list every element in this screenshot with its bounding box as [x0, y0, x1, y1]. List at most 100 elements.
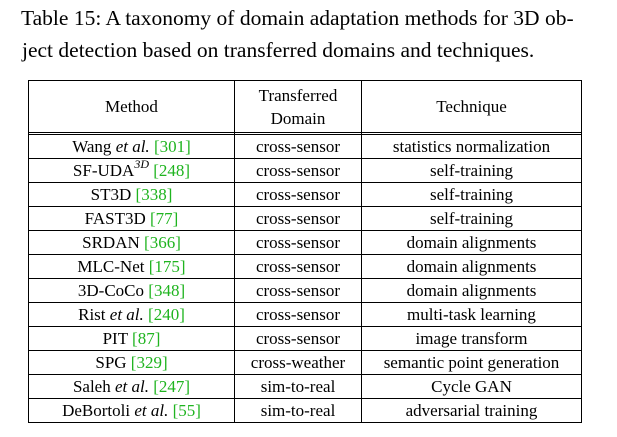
citation-link[interactable]: [175]: [148, 256, 186, 276]
header-gap: [28, 132, 582, 135]
header-method: Method: [28, 80, 235, 133]
citation-link[interactable]: [240]: [148, 304, 185, 324]
technique-cell: self-training: [361, 182, 582, 207]
method-cell: SF-UDA3D [248]: [28, 156, 235, 183]
domain-cell: cross-sensor: [234, 134, 362, 159]
method-name: Rist: [78, 304, 106, 324]
caption-line-2: ject detection based on transferred doma…: [22, 38, 535, 62]
method-name: PIT: [102, 328, 128, 348]
domain-cell: cross-sensor: [234, 182, 362, 207]
method-name: SRDAN: [82, 232, 140, 252]
domain-cell: sim-to-real: [234, 374, 362, 399]
domain-cell: cross-sensor: [234, 326, 362, 351]
domain-cell: cross-weather: [234, 350, 362, 375]
method-name: 3D-CoCo: [77, 280, 145, 300]
method-et-al: et al.: [114, 376, 149, 396]
citation-link[interactable]: [247]: [153, 376, 191, 396]
header-technique: Technique: [361, 80, 582, 133]
technique-cell: statistics normalization: [361, 134, 582, 159]
method-name: MLC-Net: [77, 256, 145, 276]
citation-link[interactable]: [55]: [172, 400, 201, 420]
method-name: Saleh: [72, 376, 111, 396]
citation-link[interactable]: [338]: [135, 184, 173, 204]
header-domain-line-1: Transferred: [258, 85, 338, 105]
method-cell: ST3D [338]: [28, 182, 235, 207]
technique-cell: self-training: [361, 158, 582, 183]
technique-cell: domain alignments: [361, 230, 582, 255]
citation-number[interactable]: 248: [158, 160, 185, 180]
method-name: Wang: [72, 136, 112, 156]
domain-cell: cross-sensor: [234, 302, 362, 327]
citation-number[interactable]: 55: [178, 400, 196, 420]
domain-cell: sim-to-real: [234, 398, 362, 423]
citation-number[interactable]: 175: [154, 256, 180, 276]
technique-cell: adversarial training: [361, 398, 582, 423]
citation-number[interactable]: 338: [141, 184, 167, 204]
technique-cell: self-training: [361, 206, 582, 231]
domain-cell: cross-sensor: [234, 158, 362, 183]
citation-link[interactable]: [329]: [130, 352, 168, 372]
method-name: DeBortoli: [62, 400, 131, 420]
technique-cell: image transform: [361, 326, 582, 351]
method-cell: 3D-CoCo [348]: [28, 278, 235, 303]
method-et-al: et al.: [115, 136, 150, 156]
method-et-al: et al.: [109, 304, 144, 324]
header-transferred-domain: Transferred Domain: [234, 80, 362, 133]
citation-link[interactable]: [87]: [132, 328, 161, 348]
domain-cell: cross-sensor: [234, 230, 362, 255]
citation-number[interactable]: 366: [149, 232, 176, 252]
caption-line-1: Table 15: A taxonomy of domain adaptatio…: [21, 6, 574, 30]
citation-link[interactable]: [301]: [153, 136, 191, 156]
technique-cell: multi-task learning: [361, 302, 582, 327]
citation-number[interactable]: 77: [155, 208, 173, 228]
method-cell: MLC-Net [175]: [28, 254, 235, 279]
technique-cell: semantic point generation: [361, 350, 582, 375]
method-cell: Wang et al. [301]: [28, 134, 235, 159]
method-cell: Rist et al. [240]: [28, 302, 235, 327]
method-cell: SRDAN [366]: [28, 230, 235, 255]
method-cell: SPG [329]: [28, 350, 235, 375]
method-cell: Saleh et al. [247]: [28, 374, 235, 399]
domain-cell: cross-sensor: [234, 278, 362, 303]
citation-number[interactable]: 87: [137, 328, 155, 348]
citation-number[interactable]: 240: [153, 304, 180, 324]
method-superscript: 3D: [134, 156, 149, 171]
technique-cell: domain alignments: [361, 254, 582, 279]
method-name: SF-UDA: [72, 160, 135, 180]
citation-link[interactable]: [348]: [148, 280, 186, 300]
domain-cell: cross-sensor: [234, 254, 362, 279]
citation-link[interactable]: [77]: [150, 208, 179, 228]
header-row: Method Transferred Domain Technique: [28, 80, 582, 133]
table-caption: Table 15: A taxonomy of domain adaptatio…: [21, 2, 601, 66]
domain-cell: cross-sensor: [234, 206, 362, 231]
citation-link[interactable]: [248]: [153, 160, 191, 180]
citation-number[interactable]: 301: [159, 136, 186, 156]
taxonomy-table: Method Transferred Domain Technique Wang…: [28, 80, 582, 423]
citation-link[interactable]: [366]: [144, 232, 181, 252]
technique-cell: domain alignments: [361, 278, 582, 303]
citation-number[interactable]: 348: [153, 280, 180, 300]
method-name: SPG: [95, 352, 127, 372]
method-et-al: et al.: [134, 400, 169, 420]
method-cell: DeBortoli et al. [55]: [28, 398, 235, 423]
method-cell: PIT [87]: [28, 326, 235, 351]
technique-cell: Cycle GAN: [361, 374, 582, 399]
citation-number[interactable]: 247: [158, 376, 185, 396]
method-name: ST3D: [90, 184, 132, 204]
method-cell: FAST3D [77]: [28, 206, 235, 231]
citation-number[interactable]: 329: [136, 352, 162, 372]
header-domain-line-2: Domain: [270, 108, 326, 128]
method-name: FAST3D: [84, 208, 146, 228]
